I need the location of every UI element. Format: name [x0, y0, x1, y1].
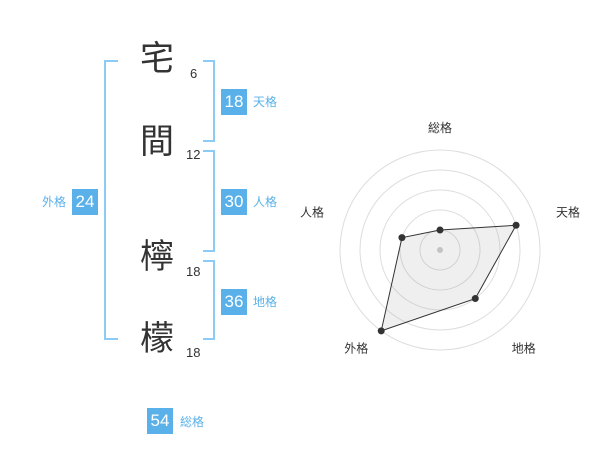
- soukaku-value-badge: 54: [147, 408, 173, 434]
- name-char-3: 檸: [140, 237, 174, 277]
- radar-points: [377, 221, 520, 335]
- radar-point: [471, 295, 479, 303]
- gaikaku-value-badge: 24: [72, 189, 98, 215]
- gaikaku-bracket: [104, 60, 118, 340]
- radar-grid-ring: [359, 169, 521, 331]
- chikaku-bracket: [203, 260, 215, 340]
- stroke-count-4: 18: [186, 345, 201, 360]
- stroke-count-2: 12: [186, 147, 201, 162]
- radar-point: [377, 327, 385, 335]
- chikaku-value-badge: 36: [221, 289, 247, 315]
- radar-point: [398, 234, 406, 242]
- tenkaku-bracket: [203, 60, 215, 142]
- radar-grid-ring: [379, 189, 501, 311]
- radar-axis-label: 天格: [556, 204, 580, 219]
- radar-point: [512, 221, 520, 229]
- radar-axis-label: 外格: [344, 341, 368, 356]
- radar-shape: [380, 224, 517, 332]
- radar-grid-ring: [399, 209, 481, 291]
- tenkaku-value-badge: 18: [221, 89, 247, 115]
- radar-point: [436, 226, 444, 234]
- stroke-count-1: 6: [190, 66, 198, 81]
- name-char-2: 間: [140, 122, 174, 162]
- stroke-count-3: 18: [186, 264, 201, 279]
- gaikaku-label: 外格: [42, 195, 67, 209]
- jinkaku-bracket: [203, 150, 215, 252]
- tenkaku-label: 天格: [253, 95, 278, 109]
- radar-grid: [339, 149, 541, 351]
- radar-axis-label: 総格: [428, 120, 452, 135]
- jinkaku-value-badge: 30: [221, 189, 247, 215]
- radar-grid-ring: [339, 149, 541, 351]
- soukaku-label: 総格: [180, 415, 205, 429]
- chikaku-label: 地格: [253, 295, 278, 309]
- name-char-4: 檬: [140, 319, 174, 359]
- name-char-1: 宅: [140, 39, 174, 79]
- radar-center-dot: [437, 247, 443, 253]
- radar-axis-label: 地格: [512, 341, 536, 356]
- jinkaku-label: 人格: [253, 195, 278, 209]
- radar-axis-label: 人格: [300, 204, 324, 219]
